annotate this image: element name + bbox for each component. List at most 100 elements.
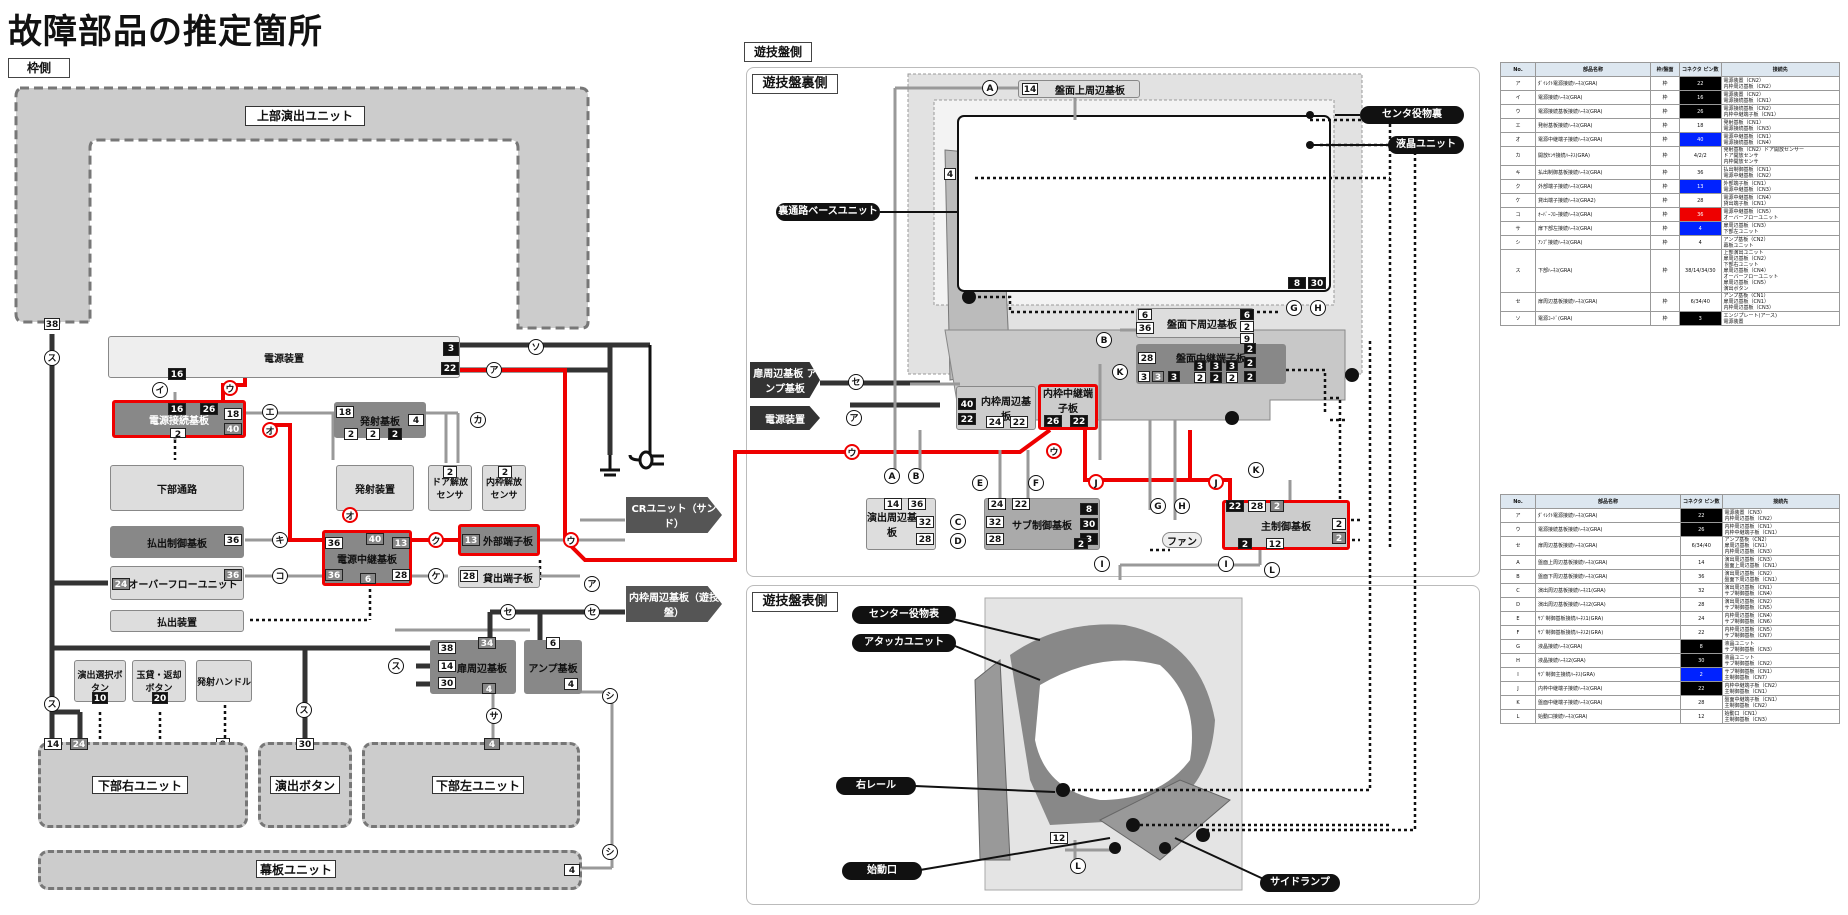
cell-pins: 2	[1680, 667, 1723, 682]
circle-L-2: L	[1070, 858, 1086, 874]
cell-dest: 内枠周辺基板（CN1）内枠中継端子板（CN1）	[1721, 522, 1841, 537]
overflow-unit[interactable]: オーバーフローユニット	[110, 566, 244, 600]
fan[interactable]: ファン	[1162, 532, 1202, 548]
bottom-periph-board[interactable]: 盤面下周辺基板	[1136, 308, 1254, 338]
lcd-label: 液晶ユニット	[1388, 136, 1464, 154]
fire-device[interactable]: 発射装置	[336, 465, 414, 511]
mc-n28: 28	[1248, 500, 1266, 512]
dest-line: サブ制御基板（CN1）	[1724, 668, 1775, 675]
cell-dest: 盤面中継端子板（CN1）主制御基板（CN2）	[1721, 695, 1841, 710]
rt-n28: 28	[1138, 352, 1156, 364]
mc-n22: 22	[1226, 500, 1244, 512]
relay-n36b: 36	[325, 569, 343, 581]
power-device-link[interactable]: 電源装置	[750, 406, 820, 430]
payout-control-board[interactable]: 払出制御基板	[110, 526, 244, 558]
cell-dest: 演出周辺基板（CN3）盤面上周辺基板（CN1）	[1721, 555, 1841, 570]
circle-i: イ	[152, 382, 168, 398]
cell-no: コ	[1500, 207, 1536, 222]
circle-su-2: ス	[388, 658, 404, 674]
conn-n16a: 16	[168, 368, 186, 380]
cell-dest: 液晶ユニットサブ制御基板（CN3）	[1721, 639, 1841, 654]
circle-A-2: A	[884, 468, 900, 484]
cell-side: 枠	[1650, 179, 1680, 194]
circle-ka: カ	[470, 412, 486, 428]
dest-line: 電源中継基板（CN2）	[1723, 172, 1774, 179]
cell-pins: 8	[1680, 639, 1723, 654]
dest-line: 電源中継基板（CN4）	[1723, 194, 1774, 201]
dest-line: 演出ボタン	[1723, 286, 1749, 292]
circle-ke: ケ	[428, 568, 444, 584]
section-board: 遊技盤側	[744, 42, 812, 62]
fire-handle[interactable]: 発射ハンドル	[196, 660, 252, 702]
lcd-n8: 8	[1288, 277, 1306, 289]
dest-line: 電源接続基板（CN4）	[1723, 139, 1774, 146]
cell-pins: 26	[1680, 522, 1723, 537]
ep-n32: 32	[916, 516, 934, 528]
dest-line: 幕板ユニット	[1723, 242, 1754, 249]
cell-no: J	[1500, 681, 1536, 696]
btn-ball-label: 玉貸・返却ボタン	[136, 671, 182, 694]
ov-n36: 36	[224, 569, 242, 581]
cell-no: ソ	[1500, 311, 1536, 326]
cell-name: 盤面上周辺基板接続ﾊｰﾈｽ(GRA)	[1535, 555, 1681, 570]
front-n12: 12	[1050, 832, 1068, 844]
dp-n38: 38	[438, 642, 456, 654]
board-power-label: 電源装置	[765, 414, 805, 426]
ip-label: 内枠周辺基板	[981, 397, 1031, 423]
t1-h-no: No.	[1500, 62, 1536, 77]
cell-side: 枠	[1650, 235, 1680, 250]
cell-pins: 40	[1679, 132, 1722, 147]
top-periph-board[interactable]: 盤面上周辺基板	[1018, 80, 1140, 98]
cell-dest: 演出周辺基板（CN2）サブ制御基板（CN5）	[1721, 597, 1841, 612]
cell-pins: 6/34/40	[1680, 536, 1723, 556]
cell-side: 枠	[1650, 249, 1680, 293]
cell-side: 枠	[1650, 221, 1680, 236]
cell-name: 貸出端子接続ﾊｰﾈｽ(GRA2)	[1535, 193, 1651, 208]
cell-no: G	[1500, 639, 1536, 654]
circle-su-3: ス	[44, 696, 60, 712]
cell-no: イ	[1500, 90, 1536, 105]
top-periph-label: 盤面上周辺基板	[1055, 85, 1125, 97]
cell-dest: 発射基板（CN1）電源接続基板（CN3）	[1720, 118, 1841, 133]
inner-periph-board-link[interactable]: 内枠周辺基板（遊技盤）	[626, 586, 722, 622]
circle-E: E	[972, 475, 988, 491]
circle-so: ソ	[528, 339, 544, 355]
attacker-label: アタッカユニット	[852, 634, 956, 652]
circle-H-1: H	[1310, 300, 1326, 316]
power-device[interactable]: 電源装置	[108, 336, 460, 378]
relay-term-label: 盤面中継端子板	[1176, 353, 1246, 365]
circle-G-2: G	[1150, 498, 1166, 514]
rt-n3-b: 3	[1210, 360, 1222, 372]
lcd-n30: 30	[1308, 277, 1326, 289]
lower-left-unit[interactable]	[362, 742, 580, 828]
door-amp-board-link[interactable]: 扉周辺基板 アンプ基板	[750, 362, 820, 398]
payout-device[interactable]: 払出装置	[110, 610, 244, 632]
dp-n4: 4	[482, 683, 496, 695]
external-terminal-board[interactable]: 外部端子板	[458, 524, 540, 556]
harness-table-2: No. 部品名称 コネクタ ピン数 接続先 アﾀﾞｲﾚｸﾄ電源接続ﾊｰﾈｽ(GR…	[1500, 494, 1841, 724]
dest-line: 内枠中継端子板（CN1）	[1724, 529, 1780, 536]
t1-h-pins: コネクタ ピン数	[1679, 62, 1722, 77]
ep-n36: 36	[908, 498, 926, 510]
rt-n2-e: 2	[1244, 357, 1256, 369]
circle-su-1: ス	[44, 350, 60, 366]
bp-n6b: 6	[1240, 309, 1254, 321]
cell-name: 電源中継端子接続ﾊｰﾈｽ(GRA)	[1535, 132, 1651, 147]
lower-path[interactable]: 下部通路	[110, 465, 244, 511]
dest-line: 内枠周辺基板（CN4）	[1724, 612, 1775, 619]
ip-n40: 40	[958, 398, 976, 410]
cell-no: A	[1500, 555, 1536, 570]
bp-n6a: 6	[1138, 309, 1152, 321]
cr-unit[interactable]: CRユニット（サンド）	[626, 497, 722, 533]
cell-no: ス	[1500, 249, 1536, 293]
tp-n14: 14	[1022, 83, 1038, 95]
rt-n3-c: 3	[1226, 360, 1238, 372]
lending-terminal-board[interactable]: 貸出端子板	[458, 566, 540, 588]
fire-n2b: 2	[366, 428, 380, 440]
circle-a-2: ア	[584, 576, 600, 592]
